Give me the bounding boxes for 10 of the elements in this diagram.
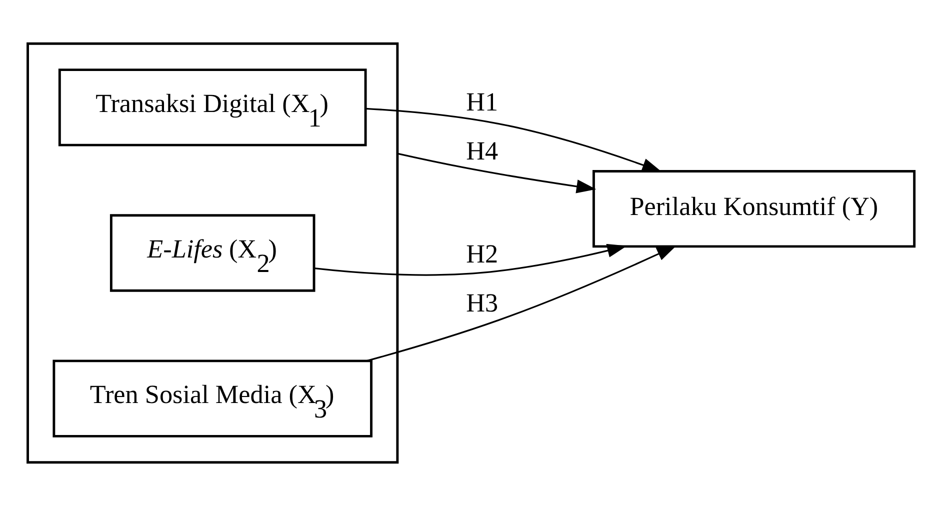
edge-label: H2 <box>466 239 498 268</box>
arrow <box>366 246 676 362</box>
edge-label: H4 <box>466 136 498 166</box>
arrow <box>397 152 596 194</box>
edge-label: H1 <box>466 87 498 116</box>
arrow <box>366 108 662 172</box>
edge-label: H3 <box>466 288 498 318</box>
node-box: Perilaku Konsumtif (Y) <box>592 170 916 248</box>
cluster <box>26 42 399 464</box>
arrow <box>314 244 627 276</box>
